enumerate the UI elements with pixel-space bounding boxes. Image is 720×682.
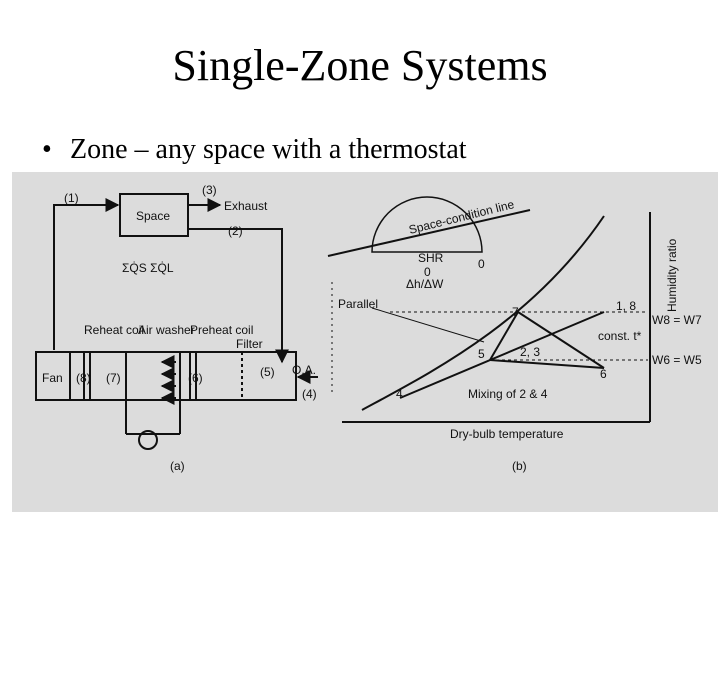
label-space: Space	[136, 209, 170, 223]
space-box	[119, 193, 189, 237]
supply-duct-1	[53, 198, 120, 350]
caption-b: (b)	[512, 459, 527, 473]
label-duct-4: (4)	[302, 387, 317, 401]
label-shr-zero-right: 0	[478, 257, 485, 271]
label-exhaust: Exhaust	[224, 199, 268, 213]
label-shr-zero: 0	[424, 265, 431, 279]
fan-box	[35, 351, 71, 401]
shr-protractor	[371, 196, 483, 253]
psychrometric-chart	[327, 196, 651, 423]
label-preheat-coil: Preheat coil	[190, 323, 253, 337]
label-parallel: Parallel	[338, 297, 378, 311]
mixing-line	[399, 311, 605, 399]
label-filter: Filter	[236, 337, 263, 351]
label-duct-8: (8)	[76, 371, 91, 385]
label-humidity-ratio: Humidity ratio	[665, 238, 679, 312]
label-shr-ratio: Δh/ΔW	[406, 277, 444, 291]
label-reheat-coil: Reheat coil	[84, 323, 144, 337]
label-duct-5: (5)	[260, 365, 275, 379]
space-condition-line	[327, 209, 531, 257]
caption-a: (a)	[170, 459, 185, 473]
bullet-item: • Zone – any space with a thermostat	[42, 134, 467, 166]
white-cover-box	[222, 652, 622, 682]
system-schematic	[35, 193, 333, 450]
hvac-figure-drawing: (1) (3) Exhaust (2) Space ΣQ̇S ΣQ̇L Rehe…	[35, 183, 702, 473]
label-duct-2: (2)	[228, 224, 243, 238]
label-const-t: const. t*	[598, 329, 642, 343]
label-loads: ΣQ̇S ΣQ̇L	[122, 261, 174, 275]
label-w6-w5: W6 = W5	[652, 353, 702, 367]
label-mixing: Mixing of 2 & 4	[468, 387, 548, 401]
pump-icon	[138, 430, 158, 450]
label-outdoor-air: O.A.	[292, 363, 316, 377]
label-point-4: 4	[396, 387, 403, 401]
process-7-6	[517, 311, 605, 369]
ahu-casing	[35, 351, 297, 401]
label-point-7: 7	[512, 305, 519, 319]
parallel-line	[371, 307, 485, 343]
bullet-dot: •	[42, 134, 52, 165]
slide-title: Single-Zone Systems	[172, 41, 548, 90]
label-dry-bulb: Dry-bulb temperature	[450, 427, 564, 441]
label-duct-1: (1)	[64, 191, 79, 205]
label-air-washer: Air washer	[138, 323, 195, 337]
label-duct-7: (7)	[106, 371, 121, 385]
bullet-text: Zone – any space with a thermostat	[70, 134, 467, 165]
process-6-5	[489, 359, 605, 369]
hvac-figure-scan: (1) (3) Exhaust (2) Space ΣQ̇S ΣQ̇L Rehe…	[12, 172, 718, 682]
label-fan: Fan	[42, 371, 63, 385]
label-w8-w7: W8 = W7	[652, 313, 702, 327]
return-duct-2	[188, 228, 289, 364]
saturation-curve	[361, 215, 605, 411]
label-duct-6: (6)	[188, 371, 203, 385]
label-duct-3: (3)	[202, 183, 217, 197]
label-point-6: 6	[600, 367, 607, 381]
process-5-7	[489, 311, 519, 361]
label-point-1-8: 1, 8	[616, 299, 636, 313]
label-point-2-3: 2, 3	[520, 345, 540, 359]
label-point-5: 5	[478, 347, 485, 361]
label-shr: SHR	[418, 251, 444, 265]
